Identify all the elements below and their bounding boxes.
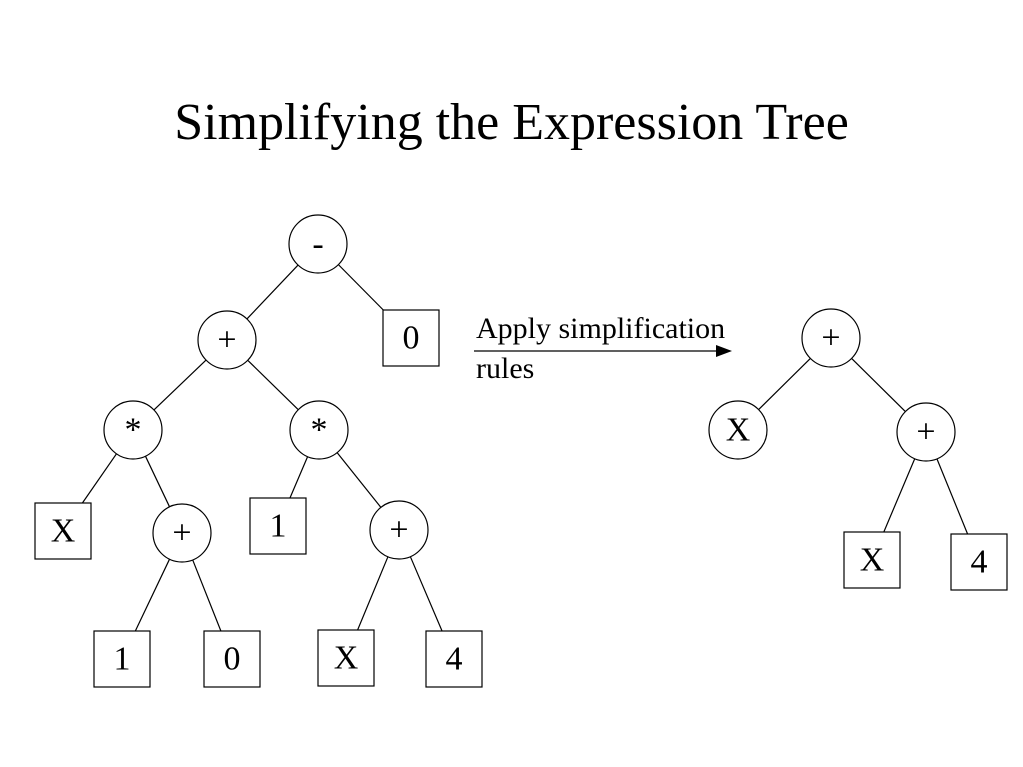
operator-node-o-plus2: + bbox=[152, 503, 212, 563]
tree-edge-s-plus1-s-x1 bbox=[758, 357, 811, 411]
node-circle bbox=[896, 402, 956, 462]
node-label: 1 bbox=[114, 641, 131, 678]
node-circle bbox=[289, 400, 349, 460]
node-label: 0 bbox=[224, 641, 241, 678]
node-label: 0 bbox=[403, 320, 420, 357]
tree-edge-o-minus-o-plus1 bbox=[246, 264, 299, 320]
operator-node-s-plus2: + bbox=[896, 402, 956, 462]
tree-edge-o-mul1-o-plus2 bbox=[144, 455, 171, 508]
tree-edge-o-plus1-o-mul1 bbox=[153, 359, 207, 411]
node-label: + bbox=[389, 512, 408, 549]
node-label: + bbox=[217, 322, 236, 359]
tree-edge-o-plus3-o-four1 bbox=[409, 556, 443, 632]
leaf-node-s-four: 4 bbox=[950, 533, 1008, 591]
node-label: 1 bbox=[270, 508, 287, 545]
node-label: X bbox=[860, 542, 885, 579]
operator-node-o-plus1: + bbox=[197, 310, 257, 370]
node-circle bbox=[197, 310, 257, 370]
node-circle bbox=[801, 308, 861, 368]
node-label: + bbox=[172, 515, 191, 552]
tree-edge-o-mul2-o-plus3 bbox=[336, 452, 382, 508]
leaf-node-s-x2: X bbox=[843, 531, 901, 589]
node-box bbox=[93, 630, 151, 688]
node-label: - bbox=[312, 226, 323, 263]
node-label: + bbox=[821, 320, 840, 357]
node-label: 4 bbox=[971, 544, 988, 581]
simplify-arrow-head bbox=[716, 345, 732, 357]
tree-edge-s-plus1-s-plus2 bbox=[851, 357, 906, 413]
node-label: + bbox=[916, 414, 935, 451]
tree-edge-o-mul1-o-x1 bbox=[81, 453, 117, 504]
node-label: * bbox=[311, 412, 328, 449]
leaf-node-o-x1: X bbox=[34, 502, 92, 560]
tree-edge-o-plus1-o-mul2 bbox=[247, 359, 299, 411]
node-box bbox=[843, 531, 901, 589]
tree-edge-o-minus-o-zero1 bbox=[337, 264, 384, 311]
node-circle bbox=[369, 500, 429, 560]
node-label: X bbox=[726, 412, 751, 449]
operator-node-o-mul1: * bbox=[103, 400, 163, 460]
leaf-node-o-one2: 1 bbox=[93, 630, 151, 688]
leaf-node-o-one1: 1 bbox=[249, 497, 307, 555]
node-circle bbox=[152, 503, 212, 563]
arrow-label-line-2: rules bbox=[476, 352, 534, 385]
operator-node-s-x1: X bbox=[708, 400, 768, 460]
operator-node-o-mul2: * bbox=[289, 400, 349, 460]
leaf-node-o-zero2: 0 bbox=[203, 630, 261, 688]
node-box bbox=[950, 533, 1008, 591]
operator-node-o-minus: - bbox=[288, 214, 348, 274]
slide-title: Simplifying the Expression Tree bbox=[174, 94, 849, 151]
node-box bbox=[382, 309, 440, 367]
tree-edge-o-plus2-o-zero2 bbox=[192, 559, 222, 632]
leaf-node-o-zero1: 0 bbox=[382, 309, 440, 367]
leaf-node-o-x2: X bbox=[317, 629, 375, 687]
node-label: 4 bbox=[446, 641, 463, 678]
tree-edge-o-plus2-o-one2 bbox=[134, 558, 171, 632]
node-circle bbox=[288, 214, 348, 274]
node-label: * bbox=[125, 412, 142, 449]
node-label: X bbox=[334, 640, 359, 677]
node-box bbox=[425, 630, 483, 688]
arrow-label-line-1: Apply simplification bbox=[476, 312, 725, 345]
operator-node-s-plus1: + bbox=[801, 308, 861, 368]
node-circle bbox=[708, 400, 768, 460]
tree-edge-s-plus2-s-four bbox=[936, 458, 969, 535]
node-label: X bbox=[51, 513, 76, 550]
tree-edge-o-mul2-o-one1 bbox=[289, 456, 309, 499]
node-box bbox=[249, 497, 307, 555]
tree-edge-o-plus3-o-x2 bbox=[357, 556, 389, 631]
node-circle bbox=[103, 400, 163, 460]
operator-node-o-plus3: + bbox=[369, 500, 429, 560]
leaf-node-o-four1: 4 bbox=[425, 630, 483, 688]
node-box bbox=[203, 630, 261, 688]
node-box bbox=[34, 502, 92, 560]
node-box bbox=[317, 629, 375, 687]
tree-edge-s-plus2-s-x2 bbox=[883, 458, 916, 533]
